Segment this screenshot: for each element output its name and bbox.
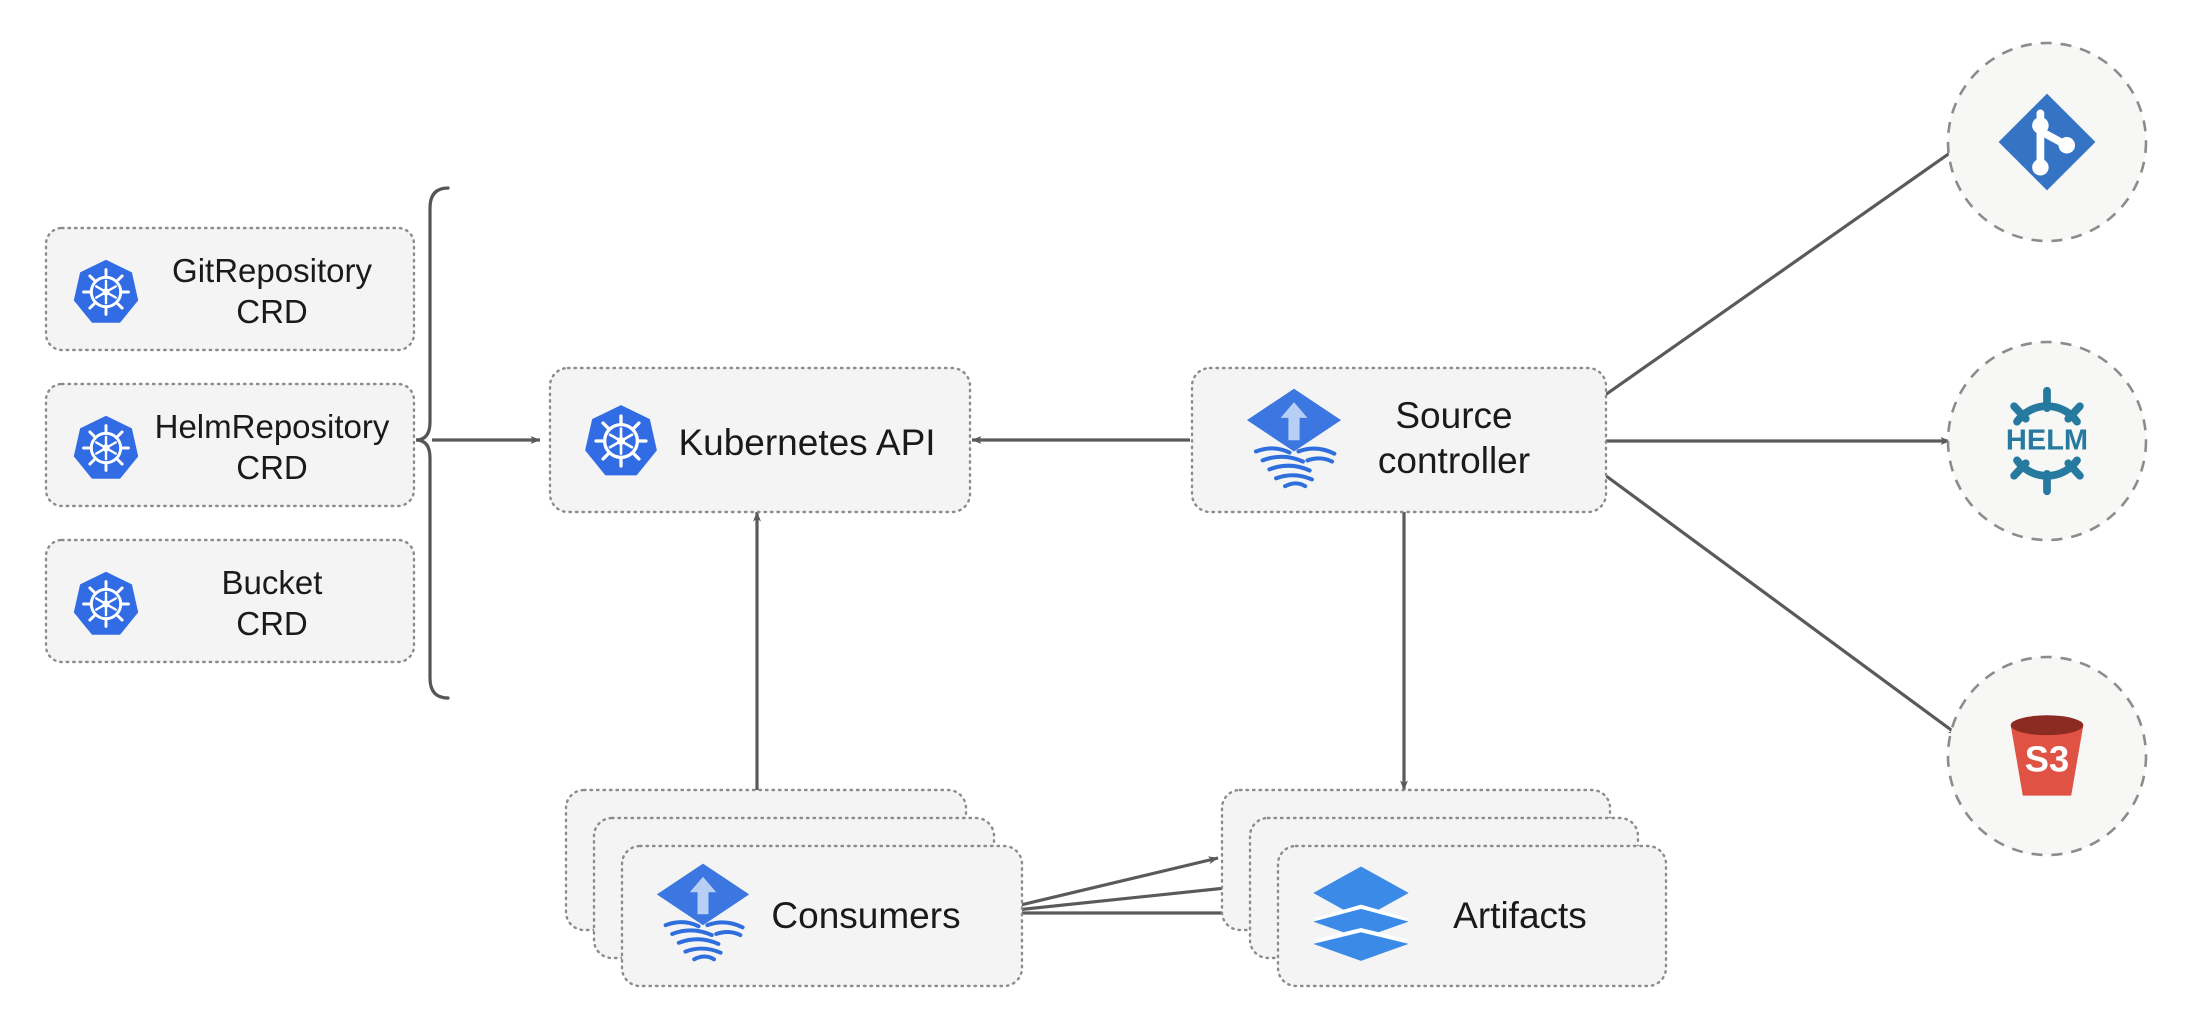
edge-sourcecontroller-to-s3 [1597,468,1959,737]
crd-box-gitrepository[interactable]: GitRepository CRD [44,226,416,352]
external-source-s3[interactable] [1946,655,2148,857]
external-source-git[interactable] [1946,41,2148,243]
crd-group: GitRepository CRD HelmRepository CRD Buc… [44,226,416,664]
edge-sourcecontroller-to-git [1597,146,1958,402]
crd-label-line1: GitRepository [172,252,372,289]
consumers-label: Consumers [771,895,960,936]
crd-group-brace [415,186,450,700]
external-source-helm[interactable] [1946,340,2148,542]
node-kubernetes-api[interactable]: Kubernetes API [548,366,972,514]
kubernetes-api-label: Kubernetes API [678,422,935,463]
crd-label-line2: CRD [236,293,308,330]
source-controller-label-line1: Source [1395,395,1512,436]
crd-box-bucket[interactable]: Bucket CRD [44,538,416,664]
source-controller-label-line2: controller [1378,440,1530,481]
node-source-controller[interactable]: Source controller [1190,366,1608,514]
crd-label-line2: CRD [236,605,308,642]
s3-icon [2010,715,2084,796]
node-artifacts[interactable]: Artifacts [1220,788,1668,988]
helm-icon [2006,391,2088,492]
node-consumers[interactable]: Consumers [564,788,1024,988]
edge-consumers-to-artifacts-2 [986,883,1246,915]
crd-label-line1: Bucket [222,564,323,601]
crd-label-line1: HelmRepository [155,408,390,445]
crd-label-line2: CRD [236,449,308,486]
crd-box-helmrepository[interactable]: HelmRepository CRD [44,382,416,508]
edges-layer [432,146,1959,917]
edge-consumers-to-artifacts-1 [986,856,1219,915]
artifacts-label: Artifacts [1453,895,1587,936]
